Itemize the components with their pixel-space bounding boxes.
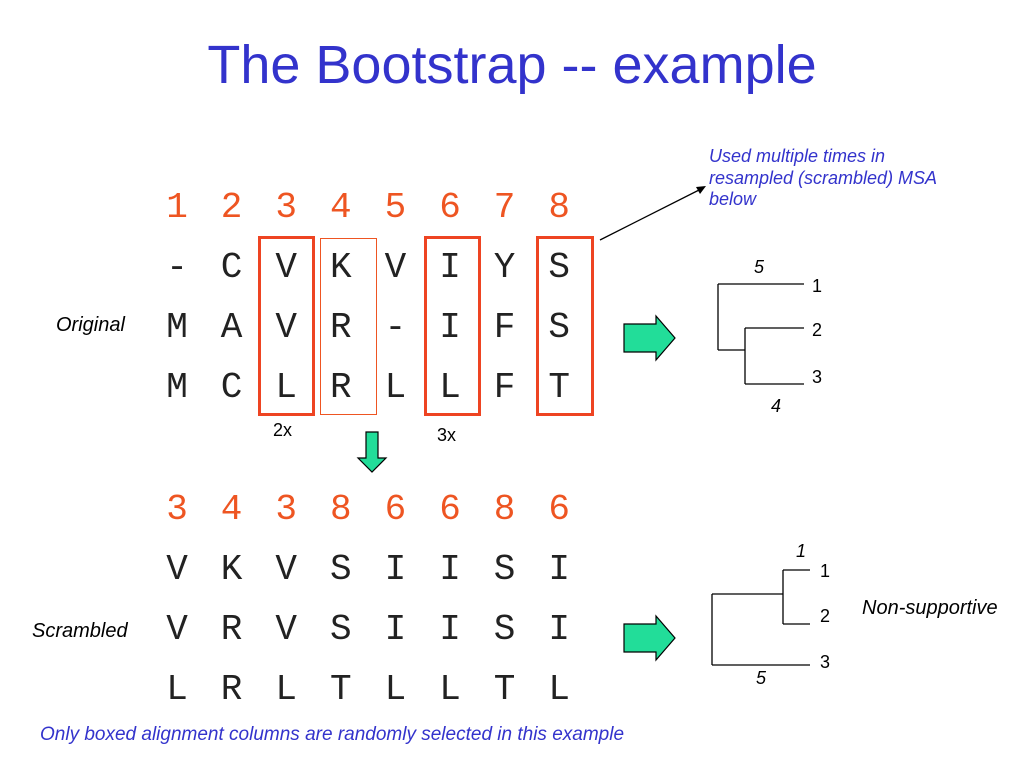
tree-scrambled-leaf-1: 1 [820, 561, 831, 581]
original-column-number: 6 [439, 187, 461, 228]
original-label: Original [56, 314, 125, 336]
original-residue: M [166, 307, 188, 348]
scrambled-column-number: 8 [493, 489, 516, 530]
right-arrow-original-icon [623, 314, 676, 362]
scrambled-residue: I [384, 549, 407, 590]
scrambled-residue: L [548, 669, 570, 710]
right-arrow-scrambled-icon [623, 614, 676, 662]
tree-original-branch-label-bottom: 4 [771, 396, 782, 416]
callout-arrowhead-icon [696, 186, 706, 194]
original-residue: - [384, 307, 407, 348]
tree-original-leaf-2: 2 [812, 320, 823, 340]
original-residue: C [220, 367, 243, 408]
original-residue: I [439, 247, 461, 288]
tree-original-leaf-1: 1 [812, 276, 823, 296]
tree-original [717, 283, 804, 385]
scrambled-residue: V [166, 549, 188, 590]
tree-scrambled-branch-label-bottom: 5 [756, 668, 767, 688]
count-label-col3: 2x [273, 420, 293, 440]
box-column-6 [424, 236, 481, 416]
scrambled-residue: I [384, 609, 407, 650]
count-label-col6: 3x [437, 425, 457, 445]
original-column-number: 5 [384, 187, 407, 228]
non-supportive-annotation: Non-supportive [862, 597, 998, 619]
original-residue: T [548, 367, 570, 408]
original-residue: V [275, 247, 297, 288]
original-residue: Y [493, 247, 516, 288]
footer-note: Only boxed alignment columns are randoml… [40, 724, 625, 745]
scrambled-residue: I [439, 549, 461, 590]
box-column-8 [536, 236, 594, 416]
scrambled-residue: V [275, 609, 297, 650]
box-column-4 [320, 238, 377, 415]
original-column-number: 2 [220, 187, 243, 228]
scrambled-residue: L [166, 669, 188, 710]
original-residue: S [548, 247, 570, 288]
box-column-3 [258, 236, 315, 416]
original-residue: I [439, 307, 461, 348]
scrambled-column-number: 3 [275, 489, 297, 530]
down-arrow-icon [356, 431, 388, 473]
original-residue: A [220, 307, 243, 348]
original-residue: F [493, 307, 516, 348]
tree-original-branch-label-top: 5 [754, 257, 765, 277]
scrambled-column-number: 6 [384, 489, 407, 530]
original-residue: L [384, 367, 407, 408]
original-residue: F [493, 367, 516, 408]
original-residue: R [329, 367, 352, 408]
scrambled-column-number: 8 [329, 489, 352, 530]
scrambled-residue: K [220, 549, 243, 590]
tree-original-leaf-3: 3 [812, 367, 823, 387]
original-residue: M [166, 367, 188, 408]
original-column-number: 7 [493, 187, 516, 228]
tree-scrambled-branch-label-top: 1 [796, 541, 807, 561]
scrambled-residue: L [275, 669, 297, 710]
scrambled-residue: R [220, 669, 243, 710]
original-residue: - [166, 247, 188, 288]
scrambled-column-number: 3 [166, 489, 188, 530]
scrambled-residue: I [548, 609, 570, 650]
original-column-number: 1 [166, 187, 188, 228]
scrambled-residue: T [493, 669, 516, 710]
original-column-number: 8 [548, 187, 570, 228]
original-residue: V [384, 247, 407, 288]
scrambled-residue: S [329, 549, 352, 590]
scrambled-residue: V [275, 549, 297, 590]
scrambled-column-number: 6 [548, 489, 570, 530]
scrambled-residue: R [220, 609, 243, 650]
original-column-number: 4 [329, 187, 352, 228]
scrambled-column-number: 6 [439, 489, 461, 530]
scrambled-residue: I [548, 549, 570, 590]
scrambled-residue: S [493, 549, 516, 590]
scrambled-residue: S [493, 609, 516, 650]
tree-scrambled [711, 569, 810, 666]
callout-pointer-line [599, 187, 704, 241]
original-residue: C [220, 247, 243, 288]
scrambled-residue: T [329, 669, 352, 710]
scrambled-label: Scrambled [32, 620, 128, 642]
original-residue: R [329, 307, 352, 348]
scrambled-residue: S [329, 609, 352, 650]
original-residue: L [275, 367, 297, 408]
original-residue: S [548, 307, 570, 348]
tree-scrambled-leaf-2: 2 [820, 606, 831, 626]
original-column-number: 3 [275, 187, 297, 228]
scrambled-residue: V [166, 609, 188, 650]
scrambled-residue: L [439, 669, 461, 710]
original-residue: K [329, 247, 352, 288]
scrambled-residue: L [384, 669, 407, 710]
callout-note: Used multiple times in resampled (scramb… [709, 146, 937, 210]
original-residue: L [439, 367, 461, 408]
original-residue: V [275, 307, 297, 348]
scrambled-column-number: 4 [220, 489, 243, 530]
tree-scrambled-leaf-3: 3 [820, 652, 831, 672]
scrambled-residue: I [439, 609, 461, 650]
slide-title: The Bootstrap -- example [207, 35, 817, 95]
